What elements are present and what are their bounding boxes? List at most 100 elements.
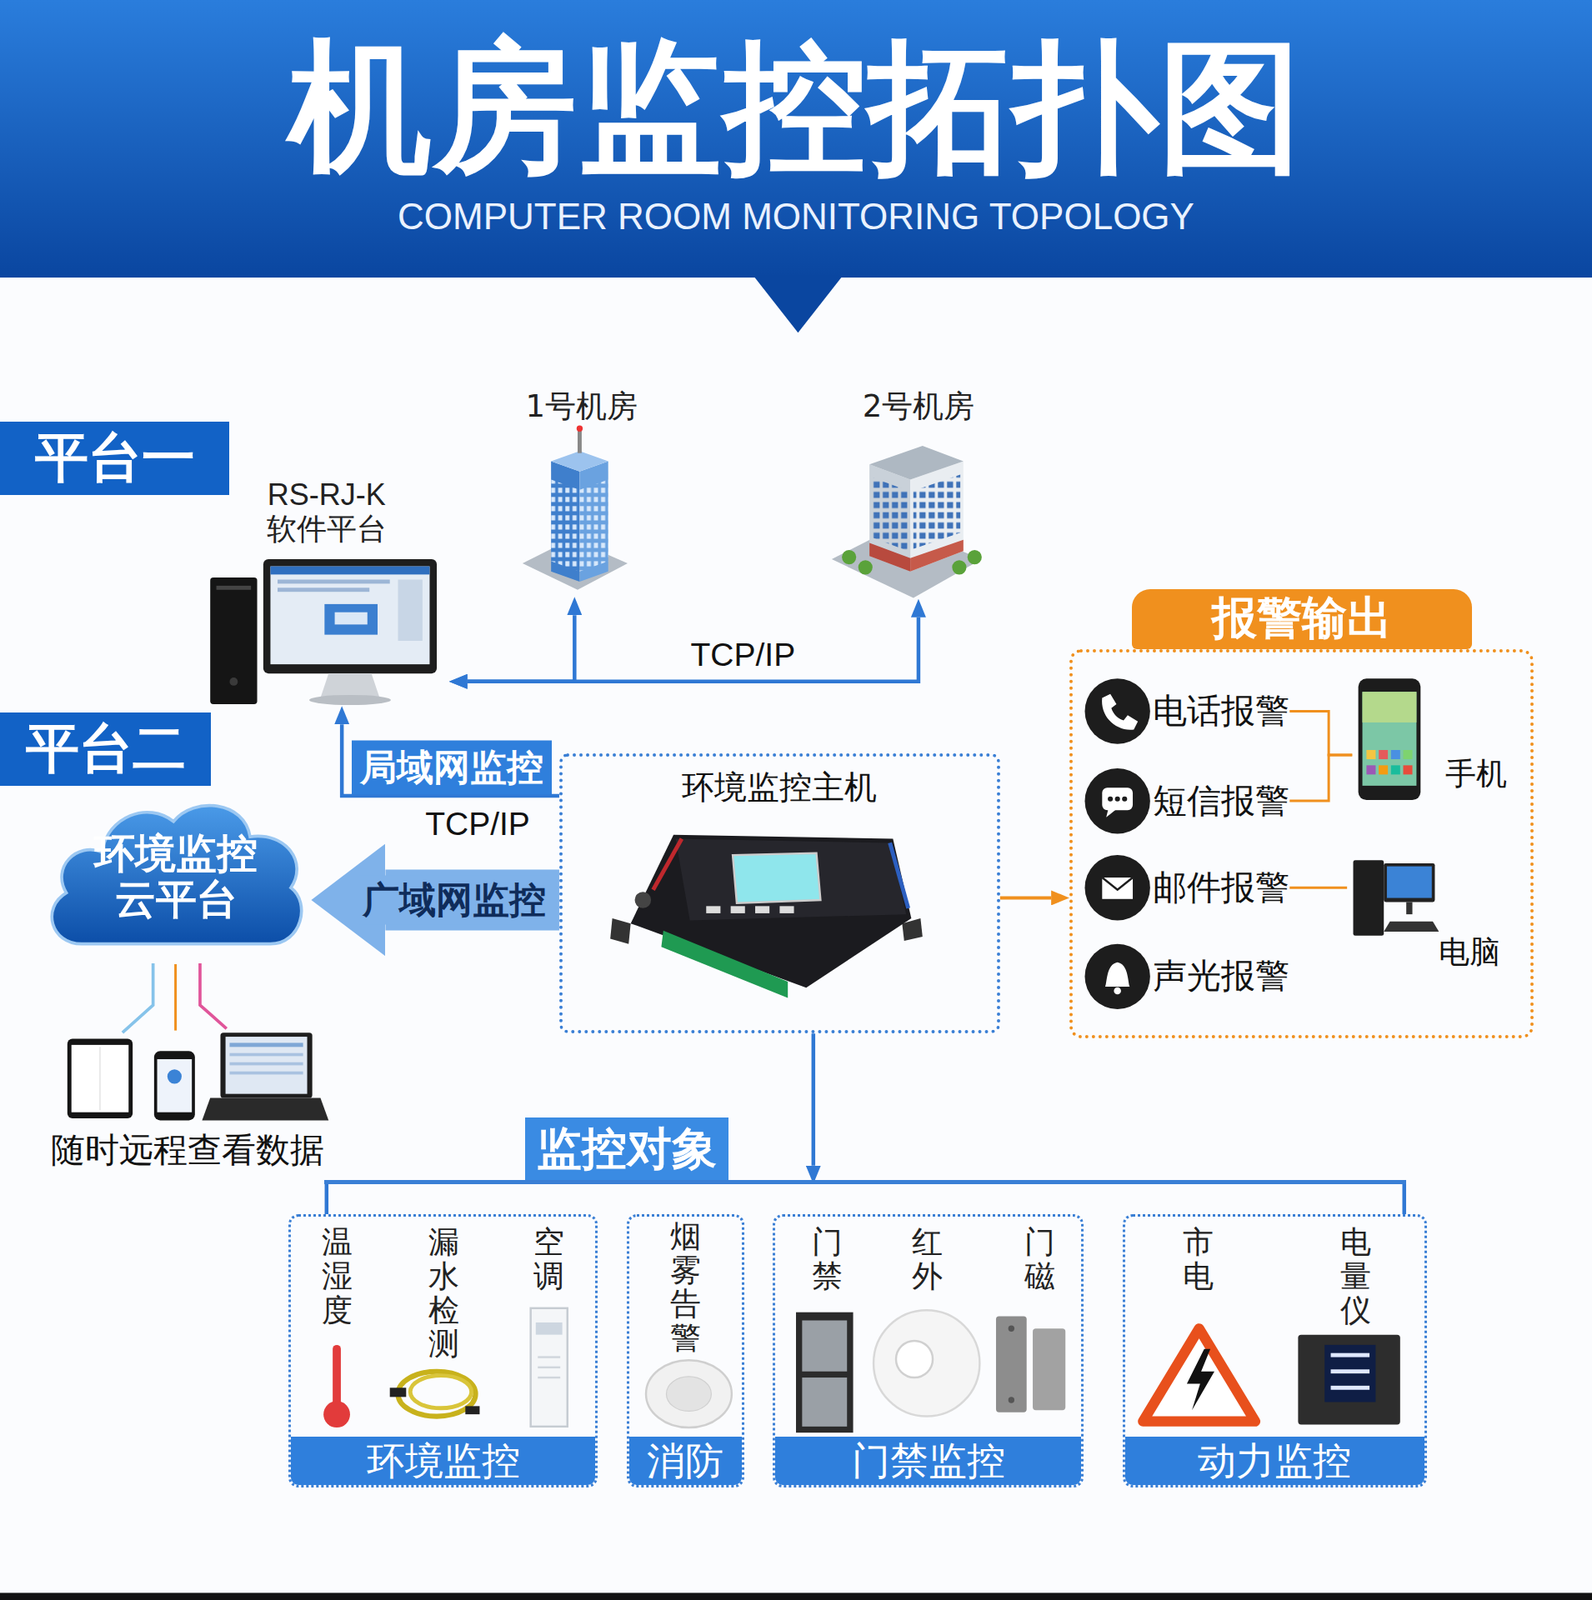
alarm-icon [1084, 678, 1150, 1010]
alarm-device: 手机 [1351, 675, 1516, 801]
sensor-illustration [537, 1366, 561, 1369]
alarm-item: 邮件报警 [1083, 854, 1290, 922]
bottom-rule [0, 1592, 1592, 1600]
sensor-illustration [645, 1360, 732, 1428]
remote-devices: 随时远程查看数据 [39, 1031, 338, 1174]
sensor-illustration [323, 1401, 351, 1428]
alarm-icon [1084, 944, 1150, 1010]
alarm-device: 电脑 [1346, 855, 1511, 976]
building-illustration [576, 425, 583, 432]
group-band: 环境监控 [290, 1436, 596, 1486]
building-illustration [522, 425, 628, 591]
building-illustration [550, 480, 580, 572]
host-device-illustration [610, 835, 923, 999]
item-label: 红外 [911, 1226, 943, 1294]
devices-illustration [167, 1069, 182, 1084]
alarm-output-panel: 报警输出电话报警短信报警手机邮件报警电脑声光报警 [1069, 649, 1534, 1040]
sensor-illustration [465, 1406, 480, 1415]
alarm-label: 短信报警 [1152, 778, 1290, 825]
sensor-illustration [1297, 1335, 1400, 1426]
phone-illustration [1362, 691, 1417, 723]
alarm-icon [1101, 877, 1133, 900]
subtitle: COMPUTER ROOM MONITORING TOPOLOGY [397, 195, 1195, 238]
phone-illustration [1402, 750, 1412, 760]
alarm-icon [1084, 678, 1150, 744]
monitor-item: 电量仪 [1338, 1224, 1373, 1330]
edge-label: 局域网监控 [351, 740, 552, 795]
pc-illustration [277, 587, 370, 592]
monitor-item: 门禁 [810, 1224, 845, 1296]
phone-illustration [1391, 765, 1401, 775]
pc-illustration [216, 585, 252, 591]
sensor-illustration [537, 1376, 561, 1379]
connector [1289, 710, 1352, 756]
connector [467, 617, 919, 682]
pc-illustration [210, 577, 257, 705]
edge-label-holder: 局域网监控 [351, 740, 552, 795]
host-device-illustration [732, 853, 821, 904]
cloud-platform: 环境监控 云平台 [40, 790, 311, 965]
host-device-illustration [890, 842, 909, 908]
monitor-group: 门禁监控门禁红外门磁 [772, 1214, 1084, 1488]
monitor-group: 动力监控市电电量仪 [1122, 1214, 1427, 1488]
connector [174, 964, 177, 1032]
pc-illustration [210, 559, 437, 706]
machine-room: 2号机房 [836, 385, 1001, 600]
connector-group [175, 615, 1405, 1215]
sensor-illustration [1186, 1349, 1215, 1411]
building-illustration [869, 542, 911, 571]
phone-illustration [1366, 750, 1376, 760]
devices-illustration [229, 1071, 303, 1076]
alarm-icon [1084, 855, 1150, 921]
building-illustration [841, 550, 857, 565]
computer-illustration [1353, 860, 1385, 937]
monitor-host-box: 环境监控主机 [559, 753, 1001, 1035]
room-label: 1号机房 [525, 385, 639, 428]
computer-illustration [1406, 901, 1412, 915]
sensor-illustration [332, 1345, 341, 1411]
sensor-illustration [896, 1341, 933, 1378]
building-illustration [951, 560, 967, 575]
connector [1289, 886, 1347, 890]
building-illustration [858, 560, 873, 575]
computer-illustration [1383, 921, 1439, 932]
sensor-illustration [535, 1322, 563, 1336]
item-label: 门磁 [1024, 1226, 1056, 1294]
sensor-illustration [801, 1320, 847, 1372]
alarm-item: 电话报警 [1083, 677, 1290, 746]
sensor-illustration [1032, 1328, 1066, 1411]
platform-name: 平台二 [25, 712, 186, 786]
alarm-icon [1115, 796, 1121, 802]
phone-illustration [1378, 765, 1388, 775]
pc-illustration [335, 612, 368, 626]
pc-illustration [277, 580, 391, 585]
phone-illustration [1402, 765, 1412, 775]
machine-room: 1号机房 [510, 385, 653, 597]
item-label: 门禁 [811, 1226, 843, 1294]
devices-illustration [229, 1042, 303, 1047]
building-illustration [579, 480, 608, 572]
sensor-illustration [801, 1377, 847, 1427]
sensor-illustration [796, 1312, 854, 1433]
devices-illustration [71, 1045, 130, 1113]
monitor-object-bar: 监控对象 [324, 1117, 1407, 1185]
pc-illustration [229, 677, 238, 686]
alarm-icon [1107, 796, 1113, 802]
sensor-illustration [537, 1356, 561, 1358]
platform-tag: 平台二 [0, 712, 211, 786]
title-holder: 机房监控拓扑图 [288, 35, 1304, 180]
connector [325, 1184, 330, 1215]
item-label: 烟雾告警 [670, 1220, 701, 1357]
devices-illustration [67, 1039, 133, 1120]
alarm-label: 邮件报警 [1152, 865, 1290, 912]
connector [1401, 1184, 1407, 1215]
monitor-item: 红外 [910, 1224, 945, 1296]
sensor-illustration [1008, 1396, 1015, 1403]
monitor-item: 门磁 [1022, 1224, 1057, 1296]
host-device-illustration [730, 906, 746, 914]
devices-caption: 随时远程查看数据 [50, 1127, 325, 1174]
alarm-label: 声光报警 [1152, 953, 1290, 1000]
phone-illustration [1362, 691, 1417, 786]
alarm-icon [1101, 694, 1138, 731]
